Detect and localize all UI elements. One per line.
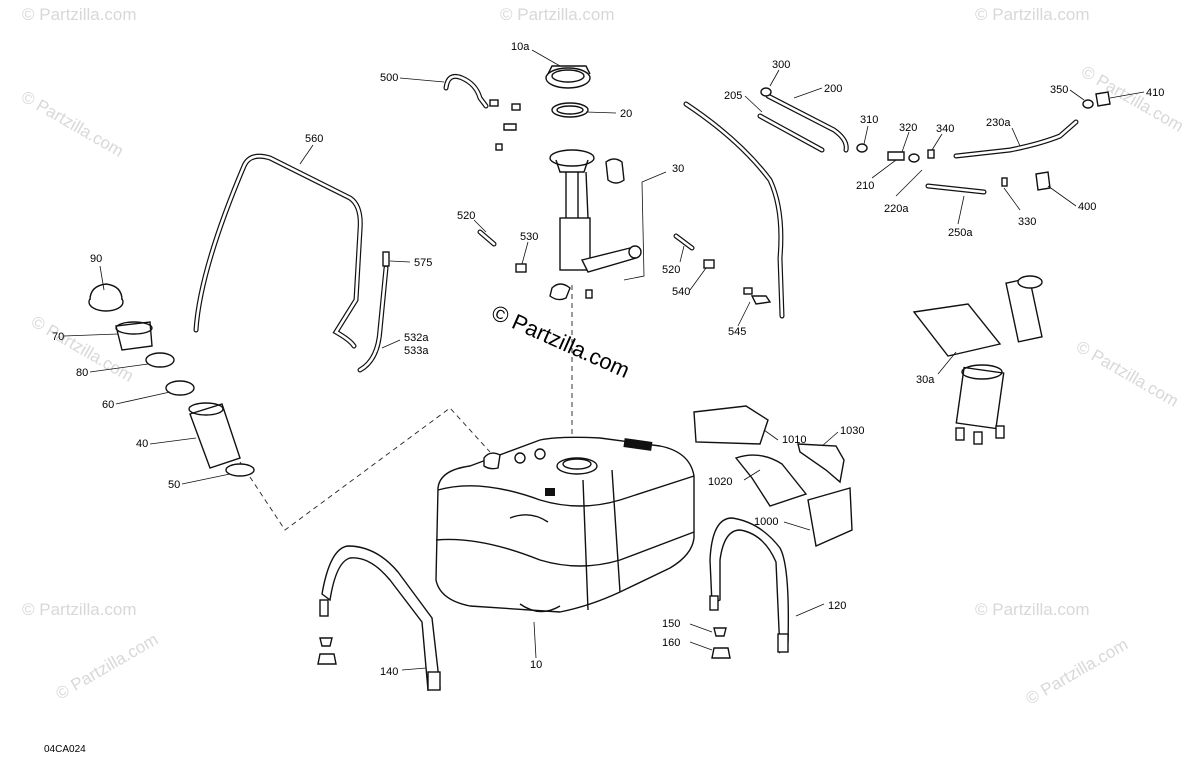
part-labels: 10a 500 20 560 30 520 530 90 575 70 80 6… bbox=[52, 41, 1164, 678]
part-label: 60 bbox=[102, 399, 114, 411]
watermark: © Partzilla.com bbox=[22, 600, 137, 619]
part-label: 540 bbox=[672, 286, 690, 298]
part-label: 532a bbox=[404, 332, 429, 344]
part-label: 1000 bbox=[754, 516, 778, 528]
part-label: 20 bbox=[620, 108, 632, 120]
tank-straps bbox=[317, 517, 790, 691]
part-label: 1020 bbox=[708, 476, 732, 488]
watermark: © Partzilla.com bbox=[1023, 635, 1132, 709]
fuel-pump-detail-30a bbox=[912, 275, 1043, 445]
part-label: 250a bbox=[948, 227, 973, 239]
part-label: 1010 bbox=[782, 434, 806, 446]
watermark: © Partzilla.com bbox=[975, 600, 1090, 619]
filler-neck-parts bbox=[88, 283, 255, 477]
part-label: 90 bbox=[90, 253, 102, 265]
part-label: 50 bbox=[168, 479, 180, 491]
part-label: 340 bbox=[936, 123, 954, 135]
watermark: © Partzilla.com bbox=[18, 87, 127, 161]
part-label: 350 bbox=[1050, 84, 1068, 96]
part-label: 530 bbox=[520, 231, 538, 243]
watermark: © Partzilla.com bbox=[22, 5, 137, 24]
watermark: © Partzilla.com bbox=[53, 630, 162, 704]
fuel-pump-assembly bbox=[545, 65, 642, 301]
part-label: 300 bbox=[772, 59, 790, 71]
part-label: 120 bbox=[828, 600, 846, 612]
part-label: 150 bbox=[662, 618, 680, 630]
part-label: 500 bbox=[380, 72, 398, 84]
part-label: 220a bbox=[884, 203, 909, 215]
watermark: © Partzilla.com bbox=[1073, 337, 1182, 411]
part-label: 533a bbox=[404, 345, 429, 357]
part-label: 30 bbox=[672, 163, 684, 175]
part-label: 400 bbox=[1078, 201, 1096, 213]
part-label: 200 bbox=[824, 83, 842, 95]
part-label: 10a bbox=[511, 41, 530, 53]
part-label: 410 bbox=[1146, 87, 1164, 99]
small-fittings bbox=[443, 73, 772, 305]
part-label: 520 bbox=[662, 264, 680, 276]
part-label: 545 bbox=[728, 326, 746, 338]
part-label: 560 bbox=[305, 133, 323, 145]
part-label: 330 bbox=[1018, 216, 1036, 228]
upper-right-hoses bbox=[683, 87, 1111, 319]
part-label: 230a bbox=[986, 117, 1011, 129]
fuel-tank bbox=[435, 436, 695, 613]
part-label: 140 bbox=[380, 666, 398, 678]
part-label: 40 bbox=[136, 438, 148, 450]
part-label: 210 bbox=[856, 180, 874, 192]
part-label: 70 bbox=[52, 331, 64, 343]
part-label: 160 bbox=[662, 637, 680, 649]
leader-lines bbox=[63, 49, 1145, 671]
center-watermark: © Partzilla.com bbox=[488, 300, 634, 383]
part-label: 30a bbox=[916, 374, 935, 386]
part-label: 520 bbox=[457, 210, 475, 222]
vent-hose-560 bbox=[193, 153, 390, 373]
part-label: 1030 bbox=[840, 425, 864, 437]
heat-shields bbox=[693, 405, 853, 548]
part-label: 10 bbox=[530, 659, 542, 671]
watermark: © Partzilla.com bbox=[1078, 62, 1187, 136]
watermark: © Partzilla.com bbox=[500, 5, 615, 24]
part-label: 80 bbox=[76, 367, 88, 379]
part-label: 320 bbox=[899, 122, 917, 134]
watermark: © Partzilla.com bbox=[975, 5, 1090, 24]
part-label: 205 bbox=[724, 90, 742, 102]
part-label: 575 bbox=[414, 257, 432, 269]
part-label: 310 bbox=[860, 114, 878, 126]
diagram-code: 04CA024 bbox=[44, 744, 86, 755]
dashed-connectors bbox=[239, 285, 573, 531]
